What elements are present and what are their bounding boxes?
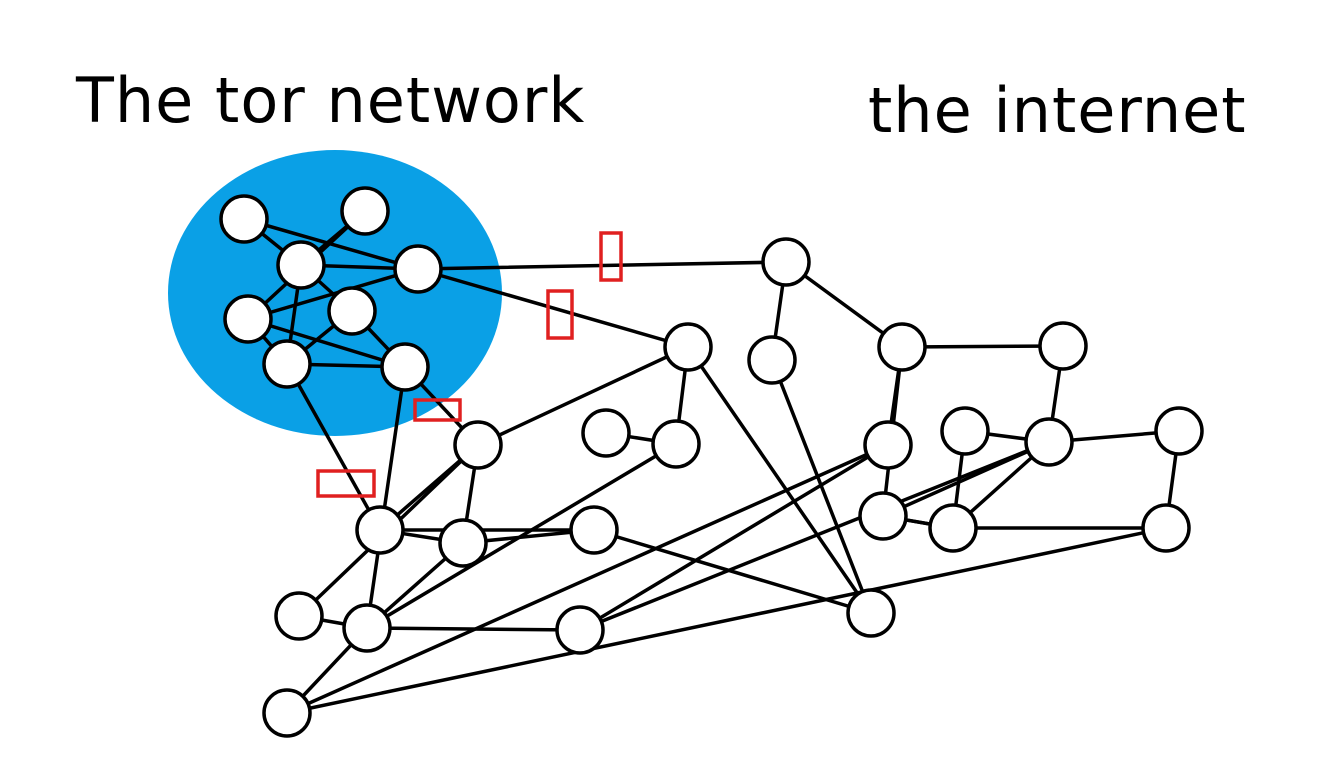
- internet-node-21: [262, 688, 312, 738]
- internet-node-15: [355, 505, 405, 555]
- internet-node-12: [1024, 417, 1074, 467]
- link-net-8-net-19: [578, 443, 890, 632]
- link-tor-6-tor-8: [246, 317, 407, 369]
- internet-node-4: [877, 322, 927, 372]
- tor-node-4: [393, 244, 443, 294]
- boundary-marker-2: [546, 289, 574, 340]
- tor-node-7: [262, 339, 312, 389]
- internet-node-8: [863, 420, 913, 470]
- tor-node-2: [340, 186, 390, 236]
- internet-node-5: [1038, 321, 1088, 371]
- tor-node-3: [276, 240, 326, 290]
- link-net-23-net-21: [285, 526, 1168, 715]
- internet-node-3: [663, 322, 713, 372]
- internet-node-10: [569, 505, 619, 555]
- link-net-3-net-9: [476, 345, 690, 447]
- internet-node-22: [1154, 406, 1204, 456]
- internet-node-13: [858, 491, 908, 541]
- internet-node-6: [651, 419, 701, 469]
- boundary-marker-3: [413, 398, 462, 422]
- internet-node-9: [453, 420, 503, 470]
- link-tor-7-net-15: [285, 362, 382, 532]
- internet-node-11: [940, 406, 990, 456]
- internet-label: the internet: [868, 74, 1247, 147]
- internet-node-20: [846, 588, 896, 638]
- link-net-4-net-5: [900, 344, 1065, 349]
- link-tor-4-tor-6: [246, 267, 420, 321]
- internet-node-18: [342, 603, 392, 653]
- tor-network-label: The tor network: [76, 64, 586, 137]
- tor-node-1: [219, 194, 269, 244]
- tor-node-8: [380, 342, 430, 392]
- link-net-18-net-19: [365, 626, 582, 632]
- tor-node-5: [327, 286, 377, 336]
- link-net-3-net-20: [686, 345, 873, 615]
- link-tor-4-net-3: [416, 267, 690, 349]
- internet-node-7: [581, 408, 631, 458]
- link-net-12-net-19: [578, 440, 1051, 632]
- link-net-8-net-21: [285, 443, 890, 715]
- internet-node-1: [761, 237, 811, 287]
- boundary-markers-layer: [316, 231, 623, 498]
- tor-node-6: [223, 294, 273, 344]
- internet-node-2: [747, 335, 797, 385]
- boundary-marker-1: [599, 231, 623, 282]
- internet-node-23: [1141, 503, 1191, 553]
- nodes-layer: [219, 186, 1204, 738]
- internet-node-19: [555, 605, 605, 655]
- link-tor-8-net-18: [365, 365, 407, 630]
- link-net-26-net-24: [881, 440, 1051, 518]
- internet-node-16: [438, 518, 488, 568]
- boundary-marker-4: [316, 469, 376, 498]
- internet-node-17: [274, 591, 324, 641]
- internet-node-14: [928, 503, 978, 553]
